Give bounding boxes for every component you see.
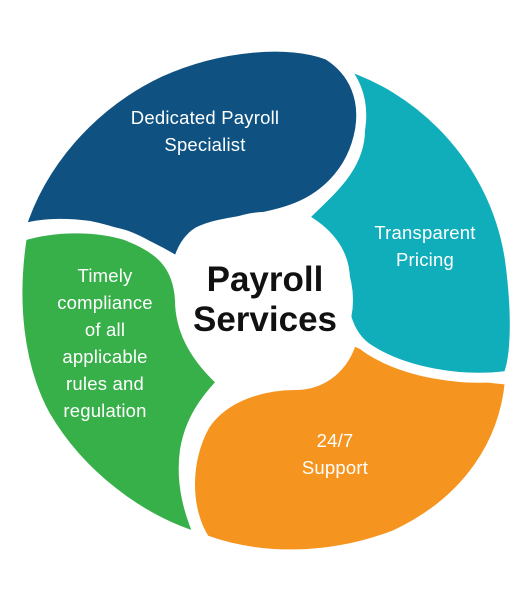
segment-compliance-shape bbox=[12, 223, 227, 543]
segment-label-specialist: Dedicated Payroll Specialist bbox=[130, 107, 280, 155]
center-title: Payroll Services bbox=[192, 260, 338, 339]
center-circle bbox=[177, 212, 353, 388]
segment-label-compliance: Timely compliance of all applicable rule… bbox=[57, 265, 153, 421]
segment-label-support: 24/7 Support bbox=[301, 430, 369, 478]
segment-label-pricing: Transparent Pricing bbox=[374, 222, 476, 270]
